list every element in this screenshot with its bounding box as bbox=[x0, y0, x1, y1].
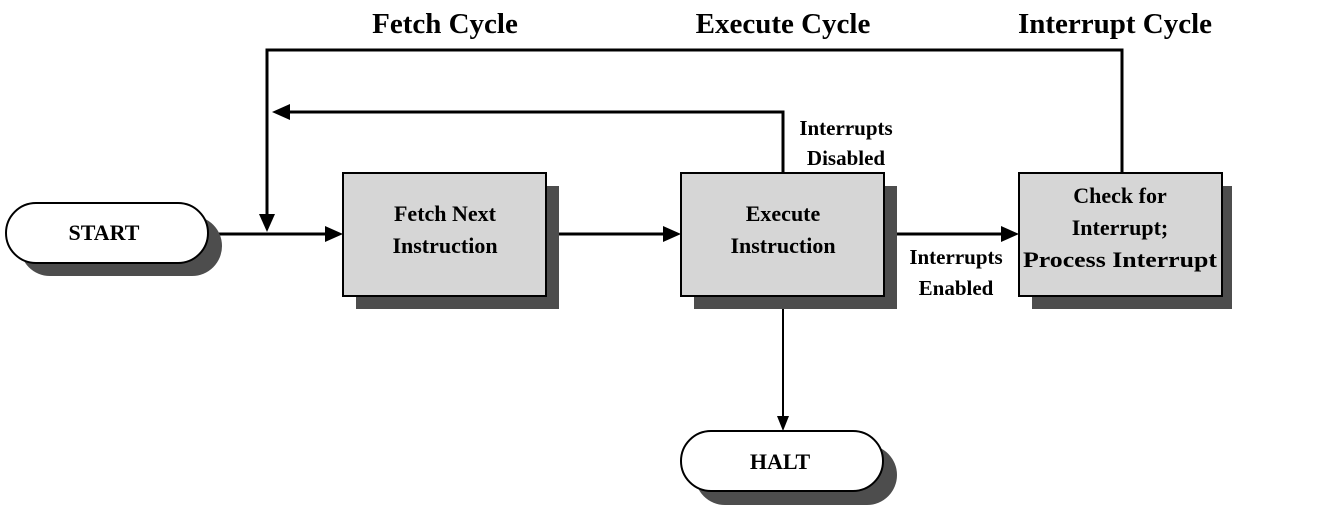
interrupts-enabled-label-line-1: Interrupts bbox=[909, 245, 1002, 269]
interrupts-disabled-label-line-2: Disabled bbox=[807, 146, 886, 170]
interrupts-disabled-arrowhead bbox=[272, 104, 290, 120]
halt-node-label: HALT bbox=[750, 449, 811, 474]
interrupt-return-arrowhead bbox=[259, 214, 275, 232]
fetch-instruction-box bbox=[342, 172, 547, 297]
execute-instruction-label-line-2: Instruction bbox=[730, 233, 835, 258]
check-interrupt-label-line-2: Interrupt; bbox=[1072, 215, 1169, 240]
fetch-instruction-node: Fetch Next Instruction bbox=[342, 172, 559, 309]
execute-to-halt-arrowhead bbox=[777, 416, 789, 431]
fetch-cycle-heading: Fetch Cycle bbox=[372, 8, 518, 40]
halt-node-shape bbox=[680, 430, 884, 492]
fetch-instruction-label-line-2: Instruction bbox=[392, 233, 497, 258]
interrupt-cycle-heading: Interrupt Cycle bbox=[1018, 8, 1212, 40]
interrupt-return-loop bbox=[265, 48, 1124, 214]
start-node: START bbox=[5, 202, 222, 276]
fetch-to-execute-arrowhead bbox=[663, 226, 681, 242]
execute-cycle-heading: Execute Cycle bbox=[696, 8, 871, 40]
start-to-fetch-arrowhead bbox=[325, 226, 343, 242]
execute-instruction-label-line-1: Execute bbox=[746, 201, 821, 226]
fetch-instruction-label-line-1: Fetch Next bbox=[394, 201, 497, 226]
interrupts-enabled-label-line-2: Enabled bbox=[919, 276, 994, 300]
execute-instruction-node: Execute Instruction bbox=[680, 172, 897, 309]
halt-node: HALT bbox=[680, 430, 897, 505]
interrupts-disabled-loop bbox=[290, 110, 785, 172]
execute-to-check-arrowhead bbox=[1001, 226, 1019, 242]
execute-instruction-box bbox=[680, 172, 885, 297]
interrupts-disabled-label-line-1: Interrupts bbox=[799, 116, 892, 140]
check-interrupt-label-line-3: Process Interrupt bbox=[1023, 247, 1218, 272]
start-node-shape bbox=[5, 202, 209, 264]
connectors bbox=[208, 48, 1124, 431]
check-interrupt-node: Check for Interrupt; Process Interrupt bbox=[1018, 172, 1232, 309]
start-node-label: START bbox=[69, 220, 140, 245]
check-interrupt-box bbox=[1018, 172, 1223, 297]
check-interrupt-label-line-1: Check for bbox=[1073, 183, 1167, 208]
